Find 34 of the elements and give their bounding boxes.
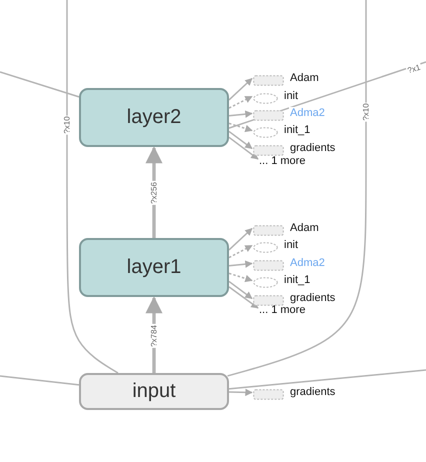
arrow <box>228 130 253 150</box>
arrow <box>228 286 259 309</box>
edge-label: ?x784 <box>150 324 158 348</box>
arrow <box>228 78 253 100</box>
arrow <box>228 110 253 118</box>
arrow <box>228 228 253 250</box>
arrow <box>228 272 253 282</box>
layer-node: layer2 <box>79 88 229 147</box>
input-node: input <box>79 373 229 410</box>
edge-label: ?x10 <box>62 115 72 135</box>
arrow <box>228 122 253 132</box>
layer-node: layer1 <box>79 238 229 297</box>
edge-label: ?x256 <box>150 181 158 205</box>
node-label: init_1 <box>283 124 312 137</box>
connector-line <box>0 375 80 386</box>
node-label: init_1 <box>283 274 312 287</box>
connector-line <box>0 71 80 98</box>
node-label: gradients <box>289 292 336 305</box>
arrow <box>146 146 162 238</box>
arrow <box>228 244 253 258</box>
arrow <box>228 96 253 109</box>
arrow <box>228 260 253 268</box>
more-label: ... 1 more <box>259 304 306 317</box>
connector-line <box>227 0 367 377</box>
more-label: ... 1 more <box>259 155 306 168</box>
node-label: gradients <box>289 386 336 399</box>
edge-label: ?x1 <box>406 62 422 76</box>
edge-label: ?x10 <box>362 102 370 122</box>
arrow <box>228 280 253 300</box>
node-label: gradients <box>289 142 336 155</box>
arrow <box>228 136 259 160</box>
connector-line <box>66 0 118 374</box>
arrow <box>228 388 253 396</box>
connector-line <box>228 369 426 390</box>
